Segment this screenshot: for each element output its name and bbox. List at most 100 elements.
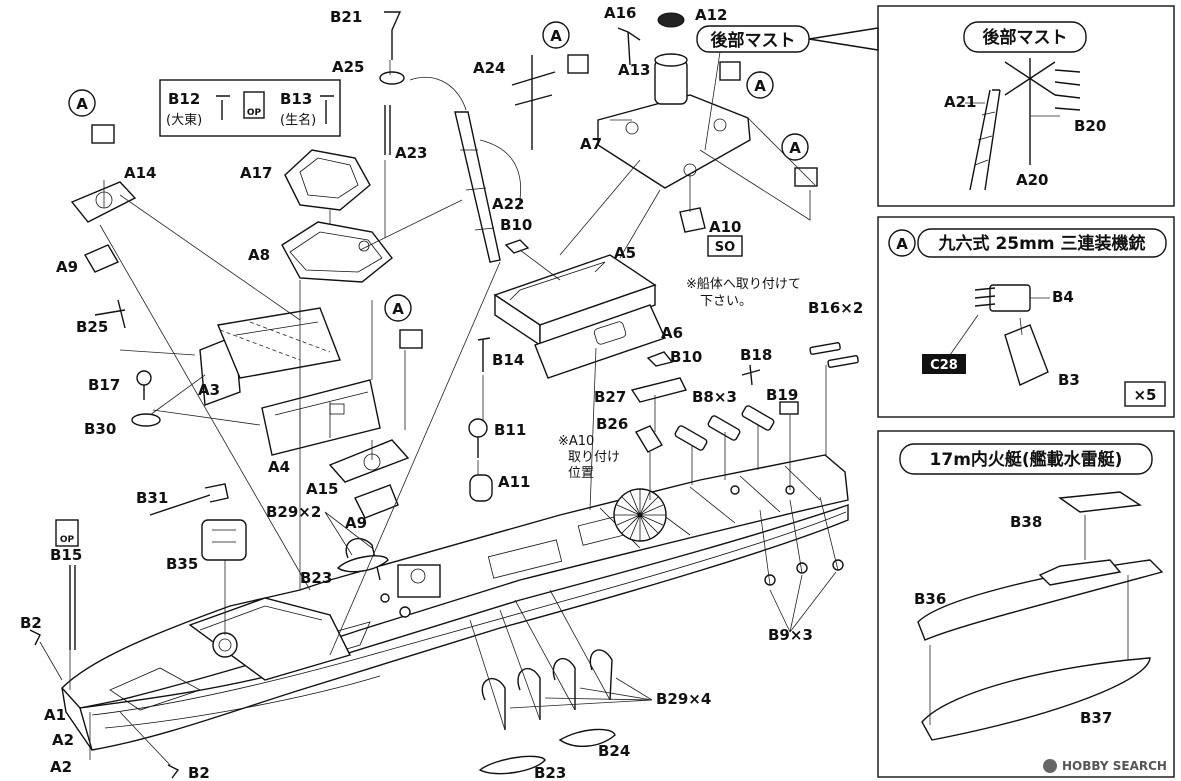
label-B35: B35 (166, 555, 198, 573)
small-parts (29, 54, 859, 779)
a10-badge: SO (715, 240, 735, 255)
a10-note-1: ※船体へ取り付けて (686, 277, 801, 292)
label-B24: B24 (598, 742, 630, 760)
label-B20: B20 (1074, 117, 1106, 135)
label-A2: A2 (50, 758, 72, 776)
inset-aa-gun-count: ×5 (1133, 386, 1156, 404)
inset-boat: 17m内火艇(艦載水雷艇) B38 B36 B37 (877, 430, 1175, 778)
b12-note: (大東) (166, 112, 202, 128)
label-B11: B11 (494, 421, 526, 439)
label-A24: A24 (473, 59, 505, 77)
label-B10-lower: B10 (670, 348, 702, 366)
part-labels: A1 A2 A2 A3 A4 A5 A6 A7 A8 A9 A9 A10 A11… (20, 4, 863, 781)
label-A11: A11 (498, 473, 530, 491)
label-A3: A3 (198, 381, 220, 399)
label-B27: B27 (594, 388, 626, 406)
hull-assembly (61, 454, 849, 751)
label-B18: B18 (740, 346, 772, 364)
label-B21: B21 (330, 8, 362, 26)
circle-a-1: A (76, 95, 88, 113)
b12-b13-box: B12 (大東) B13 (生名) OP (159, 79, 341, 137)
label-B8: B8×3 (692, 388, 737, 406)
bridge-parts (70, 149, 410, 519)
label-A1: A1 (44, 706, 66, 724)
a10-pos-2: 取り付け (568, 450, 620, 465)
label-A6: A6 (661, 324, 683, 342)
label-C28: C28 (930, 358, 958, 373)
aft-mast-callout-text: 後部マスト (711, 30, 796, 51)
label-B26: B26 (596, 415, 628, 433)
label-A9: A9 (56, 258, 78, 276)
label-A7: A7 (580, 135, 602, 153)
label-A21: A21 (944, 93, 976, 111)
label-A17: A17 (240, 164, 272, 182)
label-B9: B9×3 (768, 626, 813, 644)
label-B14: B14 (492, 351, 524, 369)
deckhouse-parts (493, 254, 666, 379)
circle-a-5: A (789, 139, 801, 157)
label-A20: A20 (1016, 171, 1048, 189)
label-B38: B38 (1010, 513, 1042, 531)
label-B23-lower: B23 (534, 764, 566, 781)
inset-aft-mast: 後部マスト A21 B20 A20 (877, 5, 1175, 207)
vent-rosette (613, 488, 667, 542)
label-B2-lower: B2 (188, 764, 210, 781)
label-B10: B10 (500, 216, 532, 234)
label-B25: B25 (76, 318, 108, 336)
circle-a-4: A (754, 77, 766, 95)
label-A16: A16 (604, 4, 636, 22)
label-B19: B19 (766, 386, 798, 404)
label-A14: A14 (124, 164, 156, 182)
label-B15: B15 (50, 546, 82, 564)
watermark-text: HOBBY SEARCH (1062, 759, 1167, 773)
label-B17: B17 (88, 376, 120, 394)
label-A5: A5 (614, 244, 636, 262)
label-B31: B31 (136, 489, 168, 507)
label-B23: B23 (300, 569, 332, 587)
label-A4: A4 (268, 458, 290, 476)
label-B29-four: B29×4 (656, 690, 711, 708)
a10-pos-3: 位置 (568, 466, 594, 481)
b13-note: (生名) (280, 112, 316, 128)
label-A10: A10 (709, 218, 741, 236)
label-B2: B2 (20, 614, 42, 632)
label-A22: A22 (492, 195, 524, 213)
label-A9-lower: A9 (345, 514, 367, 532)
label-B36: B36 (914, 590, 946, 608)
label-A13: A13 (618, 61, 650, 79)
leader-lines (39, 60, 839, 766)
label-B4: B4 (1052, 288, 1074, 306)
inset-aa-gun-circle: A (896, 235, 908, 253)
a10-pos-1: ※A10 (558, 434, 594, 449)
label-B13: B13 (280, 90, 312, 108)
label-A15: A15 (306, 480, 338, 498)
aft-mast-callout: 後部マスト (696, 25, 879, 151)
op-badge-bow-text: OP (60, 535, 75, 545)
label-A25: A25 (332, 58, 364, 76)
label-A2-upper: A2 (52, 731, 74, 749)
label-B3: B3 (1058, 371, 1080, 389)
label-B30: B30 (84, 420, 116, 438)
op-badge-top: OP (247, 108, 262, 118)
inset-aa-gun-title: 九六式 25mm 三連装機銃 (938, 233, 1146, 254)
label-A23: A23 (395, 144, 427, 162)
b29-leaders (324, 511, 837, 709)
inset-boat-title: 17m内火艇(艦載水雷艇) (930, 449, 1123, 470)
watermark: HOBBY SEARCH (1043, 759, 1167, 773)
label-B12: B12 (168, 90, 200, 108)
op-badge-bow: OP (55, 519, 79, 547)
label-B29: B29×2 (266, 503, 321, 521)
circle-a-2: A (392, 300, 404, 318)
circle-a-3: A (550, 27, 562, 45)
label-A12: A12 (695, 6, 727, 24)
inset-aa-gun: A 九六式 25mm 三連装機銃 B4 C28 B3 ×5 (877, 216, 1175, 418)
a10-note-2: 下さい。 (700, 294, 752, 309)
label-B16: B16×2 (808, 299, 863, 317)
label-A8: A8 (248, 246, 270, 264)
masts (379, 11, 556, 263)
inset-aft-mast-title: 後部マスト (983, 27, 1068, 48)
circle-a-markers: A A A A A (68, 21, 809, 322)
a10-notes: SO ※船体へ取り付けて 下さい。 ※A10 取り付け 位置 (558, 235, 801, 481)
label-B37: B37 (1080, 709, 1112, 727)
